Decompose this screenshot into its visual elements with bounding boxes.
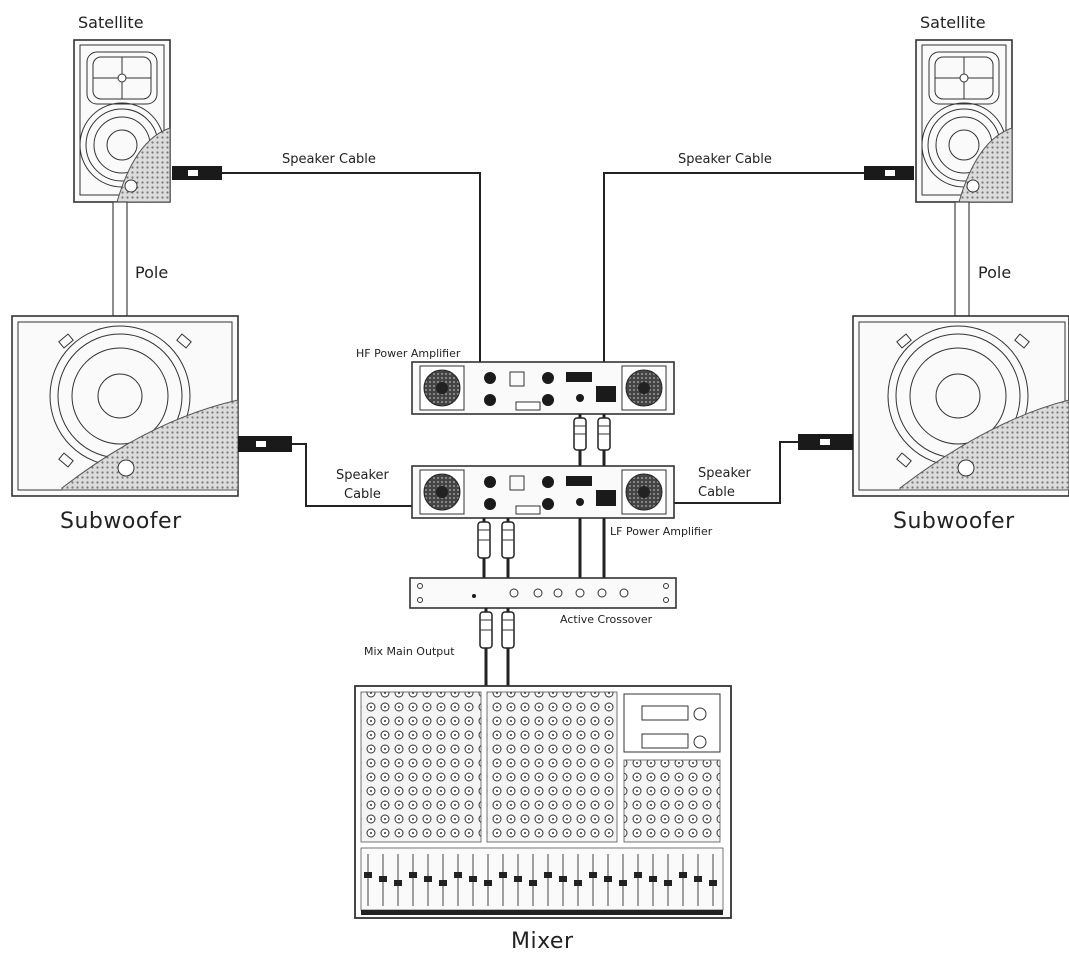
lf-amp-label: LF Power Amplifier [610,525,713,538]
mixer [354,685,732,919]
speaker-cable-mid-right-label-1: Speaker [698,466,752,481]
fader-cap [664,880,672,886]
fader-cap [694,876,702,882]
fader-cap [439,880,447,886]
active-crossover [409,577,677,609]
pole-left [112,201,128,317]
fader-cap [454,872,462,878]
crossover-label: Active Crossover [560,613,653,626]
fader-cap [469,876,477,882]
fader-cap [499,872,507,878]
fader-cap [649,876,657,882]
fader-cap [364,872,372,878]
mix-main-output-label: Mix Main Output [364,645,455,658]
subwoofer-right-label: Subwoofer [893,509,1015,534]
speaker-cable-mid-left-label-1: Speaker [336,468,390,483]
fader-cap [409,872,417,878]
fader-cap [544,872,552,878]
speaker-cable-top-left [172,166,481,362]
speaker-cable-top-right-label: Speaker Cable [678,152,772,167]
hf-power-amplifier [411,361,675,415]
subwoofer-left [11,315,239,497]
satellite-left-label: Satellite [78,13,144,32]
speaker-cable-mid-right [674,434,853,504]
fader-cap [634,872,642,878]
pole-left-label: Pole [135,263,168,282]
hf-amp-label: HF Power Amplifier [356,347,461,360]
satellite-speaker-left [73,39,171,203]
fader-cap [529,880,537,886]
xlr-crossover-to-hf [573,414,611,578]
fader-cap [679,872,687,878]
pole-right-label: Pole [978,263,1011,282]
subwoofer-left-label: Subwoofer [60,509,182,534]
mixer-faders [364,854,717,906]
satellite-right-label: Satellite [920,13,986,32]
pole-right [954,201,970,317]
fader-cap [559,876,567,882]
fader-cap [424,876,432,882]
fader-cap [484,880,492,886]
fader-cap [589,872,597,878]
speaker-cable-top-right [603,166,914,362]
xlr-crossover-to-lf [477,518,515,578]
fader-cap [394,880,402,886]
fader-cap [574,880,582,886]
speaker-cable-mid-left [238,436,412,507]
subwoofer-right [852,315,1069,497]
xlr-mixer-to-crossover [479,608,515,686]
mixer-label: Mixer [511,929,574,954]
speaker-cable-top-left-label: Speaker Cable [282,152,376,167]
fader-cap [619,880,627,886]
lf-power-amplifier [411,465,675,519]
speaker-cable-mid-left-label-2: Cable [344,487,381,502]
fader-cap [709,880,717,886]
fader-cap [379,876,387,882]
satellite-speaker-right [915,39,1013,203]
speaker-cable-mid-right-label-2: Cable [698,485,735,500]
fader-cap [604,876,612,882]
fader-cap [514,876,522,882]
